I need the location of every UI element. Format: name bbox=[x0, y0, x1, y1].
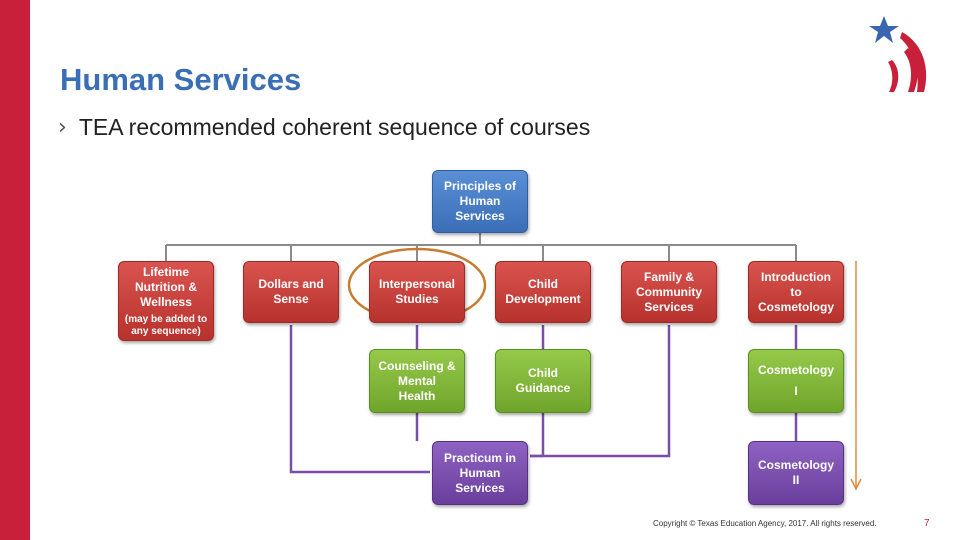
left-accent-bar bbox=[0, 0, 30, 540]
page-number: 7 bbox=[924, 518, 930, 529]
copyright-footer: Copyright © Texas Education Agency, 2017… bbox=[653, 519, 877, 528]
bullet-item: › TEA recommended coherent sequence of c… bbox=[58, 114, 590, 141]
bullet-text: TEA recommended coherent sequence of cou… bbox=[78, 114, 591, 140]
star-swoosh-logo-icon bbox=[869, 16, 927, 92]
slide-title: Human Services bbox=[60, 62, 302, 97]
course-note: (may be added to bbox=[124, 313, 208, 325]
chevron-bullet-icon: › bbox=[58, 115, 67, 140]
